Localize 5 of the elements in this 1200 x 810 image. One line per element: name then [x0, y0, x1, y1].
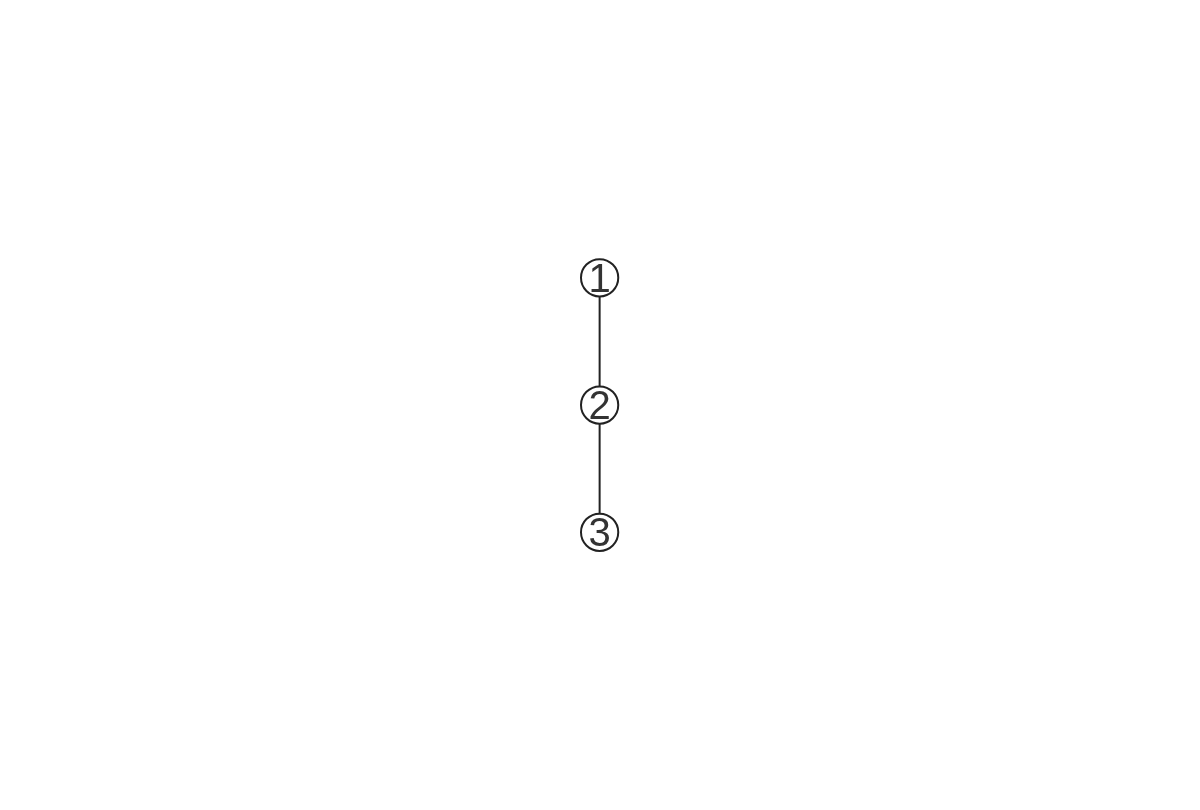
connector — [599, 422, 601, 515]
connector — [599, 295, 601, 388]
node-circle: 1 — [580, 258, 620, 298]
node-circle: 3 — [580, 512, 620, 552]
node-circle: 2 — [580, 385, 620, 425]
